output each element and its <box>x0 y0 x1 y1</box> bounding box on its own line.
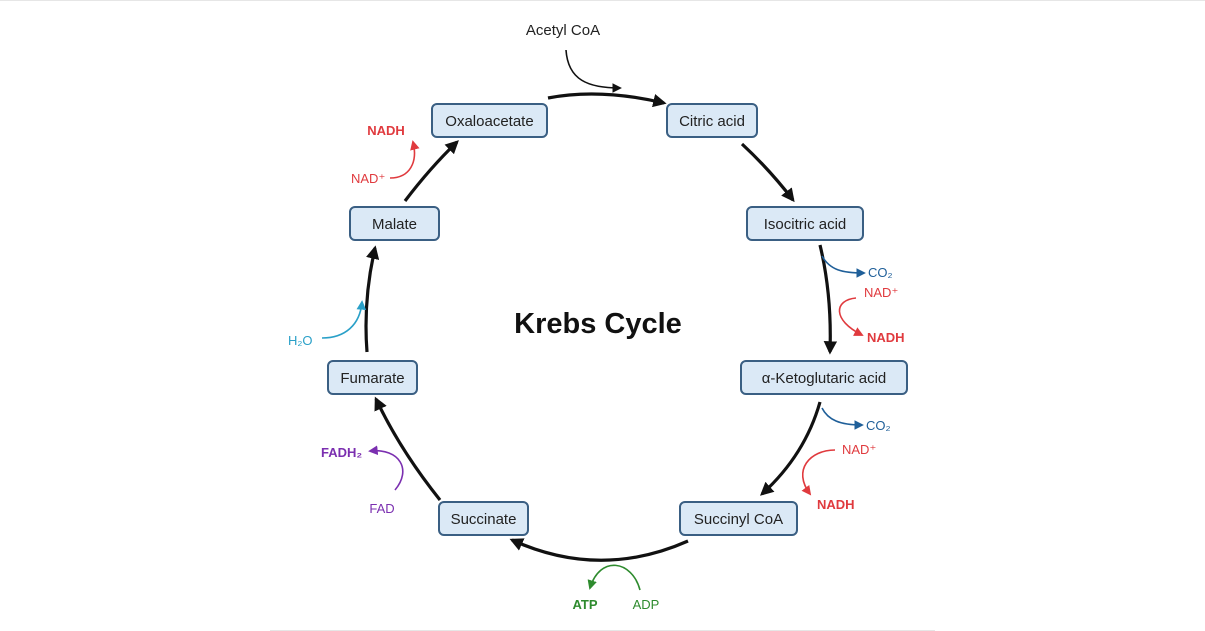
co2-label-2: CO₂ <box>866 418 891 433</box>
nad-label-1: NAD⁺ <box>864 285 898 300</box>
svg-text:Fumarate: Fumarate <box>340 370 404 387</box>
nadh-arrow-2 <box>801 449 836 496</box>
node-succinyl-coa: Succinyl CoA <box>679 501 798 536</box>
svg-text:Citric acid: Citric acid <box>679 113 745 130</box>
arrow-succinate-to-fumarate <box>374 396 442 501</box>
fadh2-arrow <box>368 445 404 491</box>
arrow-oxaloacetate-to-citric <box>547 92 667 108</box>
co2-release-arrow-1 <box>821 255 866 278</box>
co2-label-1: CO₂ <box>868 265 893 280</box>
svg-text:Succinyl CoA: Succinyl CoA <box>694 511 783 528</box>
node-fumarate: Fumarate <box>327 360 418 395</box>
svg-text:Oxaloacetate: Oxaloacetate <box>445 113 533 130</box>
svg-text:Malate: Malate <box>372 216 417 233</box>
fad-label: FAD <box>369 501 394 516</box>
svg-text:Isocitric acid: Isocitric acid <box>764 216 847 233</box>
arrow-succinylcoa-to-succinate <box>509 538 689 562</box>
nadh-label-1: NADH <box>867 330 905 345</box>
nadh-arrow-3 <box>389 140 420 179</box>
nad-label-3: NAD⁺ <box>351 171 385 186</box>
arrow-citric-to-isocitric <box>740 142 795 203</box>
nadh-label-2: NADH <box>817 497 855 512</box>
node-malate: Malate <box>349 206 440 241</box>
node-succinate: Succinate <box>438 501 529 536</box>
acetyl-coa-arrow <box>565 49 622 93</box>
arrow-ketoglutaric-to-succinylcoa <box>760 401 822 496</box>
diagram-title: Krebs Cycle <box>514 308 682 340</box>
node-isocitric-acid: Isocitric acid <box>746 206 864 241</box>
svg-text:Succinate: Succinate <box>451 511 517 528</box>
nadh-label-3: NADH <box>367 123 405 138</box>
arrow-fumarate-to-malate <box>364 245 380 353</box>
node-ketoglutaric-acid: α-Ketoglutaric acid <box>740 360 908 395</box>
arrow-isocitric-to-ketoglutaric <box>818 244 838 355</box>
svg-text:α-Ketoglutaric acid: α-Ketoglutaric acid <box>762 370 887 387</box>
h2o-label: H₂O <box>288 333 313 348</box>
h2o-arrow <box>321 300 367 339</box>
nadh-arrow-1 <box>838 297 864 336</box>
node-citric-acid: Citric acid <box>666 103 758 138</box>
node-oxaloacetate: Oxaloacetate <box>431 103 548 138</box>
fadh2-label: FADH₂ <box>321 445 362 460</box>
adp-label: ADP <box>633 597 660 612</box>
acetyl-coa-label: Acetyl CoA <box>526 22 600 39</box>
arrow-malate-to-oxaloacetate <box>403 140 459 202</box>
co2-release-arrow-2 <box>821 407 864 430</box>
atp-arrow <box>587 564 641 591</box>
atp-label: ATP <box>572 597 597 612</box>
nad-label-2: NAD⁺ <box>842 442 876 457</box>
